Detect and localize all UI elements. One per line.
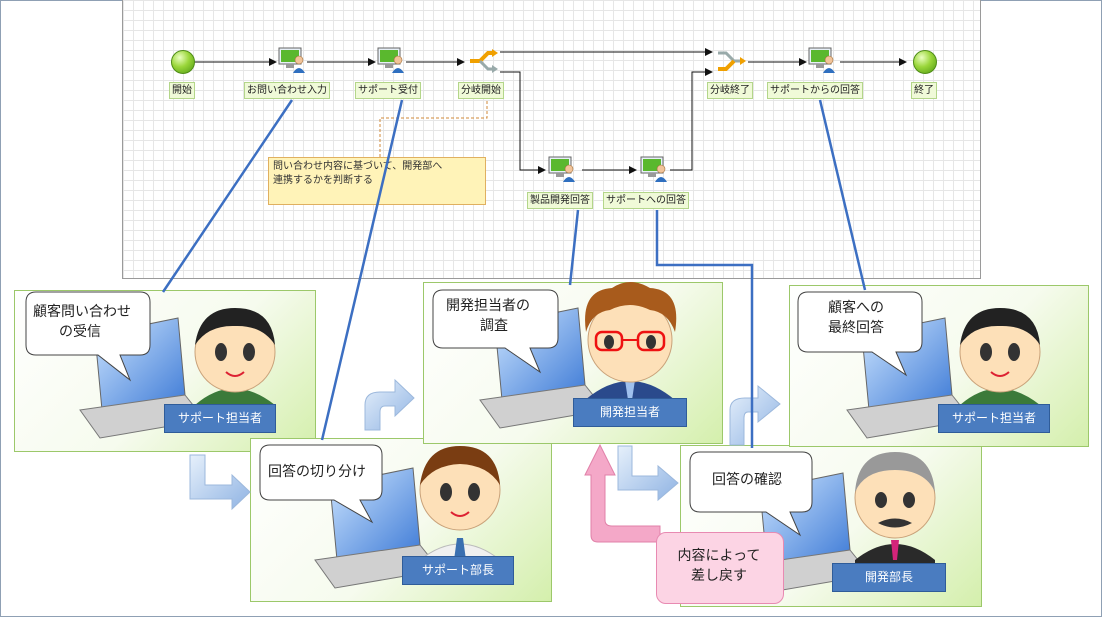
- bubble-line-2: 最終回答: [828, 320, 884, 336]
- bubble-line-2: 調査: [480, 318, 508, 334]
- user-task-icon[interactable]: [640, 155, 668, 183]
- label-answer-to-support: サポートへの回答: [603, 192, 689, 209]
- label-support-accept: サポート受付: [355, 82, 421, 99]
- process-arrow-icon: [189, 378, 781, 511]
- role-badge-developer: 開発担当者: [573, 398, 687, 427]
- branch-merge-icon[interactable]: [716, 49, 746, 73]
- sendback-box: [656, 532, 784, 604]
- bubble-text-receive: 顧客問い合わせ の受信: [33, 302, 131, 342]
- user-task-icon[interactable]: [808, 46, 836, 74]
- bubble-text-triage: 回答の切り分け: [268, 462, 366, 482]
- role-badge-support-staff: サポート担当者: [938, 404, 1050, 433]
- label-branch-end: 分岐終了: [707, 82, 753, 99]
- note-line-1: 問い合わせ内容に基づいて、開発部へ: [273, 161, 443, 172]
- role-badge-dev-manager: 開発部長: [832, 563, 946, 592]
- callout-connectors: [161, 99, 867, 448]
- user-task-icon[interactable]: [548, 155, 576, 183]
- role-badge-support-manager: サポート部長: [402, 556, 514, 585]
- dev-manager-avatar: [854, 452, 936, 580]
- bubble-text-investigate: 開発担当者の 調査: [446, 296, 530, 336]
- user-task-icon[interactable]: [377, 46, 405, 74]
- speech-bubble: [25, 289, 923, 537]
- branch-split-icon[interactable]: [468, 49, 498, 73]
- bubble-text-final-answer: 顧客への 最終回答: [828, 298, 884, 338]
- label-answer-from-support: サポートからの回答: [767, 82, 863, 99]
- bubble-line-1: 顧客問い合わせ: [33, 304, 131, 320]
- end-event-icon[interactable]: [913, 50, 937, 74]
- sendback-line-2: 差し戻す: [691, 568, 747, 584]
- sendback-arrow-icon: [584, 443, 661, 543]
- start-event-icon[interactable]: [171, 50, 195, 74]
- label-end: 終了: [911, 82, 937, 99]
- bubble-text-confirm: 回答の確認: [712, 470, 782, 490]
- sendback-line-1: 内容によって: [677, 548, 761, 564]
- bubble-line-1: 回答の確認: [712, 472, 782, 488]
- user-task-icon[interactable]: [278, 46, 306, 74]
- role-badge-support-staff: サポート担当者: [164, 404, 276, 433]
- note-line-2: 連携するかを判断する: [273, 175, 373, 186]
- label-start: 開始: [169, 82, 195, 99]
- bubble-line-1: 開発担当者の: [446, 298, 530, 314]
- sendback-text: 内容によって 差し戻す: [656, 546, 782, 586]
- bubble-line-1: 顧客への: [828, 300, 884, 316]
- label-inquiry-input: お問い合わせ入力: [244, 82, 330, 99]
- bubble-line-2: の受信: [59, 324, 101, 340]
- label-branch-start: 分岐開始: [458, 82, 504, 99]
- label-product-dev-answer: 製品開発回答: [527, 192, 593, 209]
- bubble-line-1: 回答の切り分け: [268, 464, 366, 480]
- flow-canvas: [122, 0, 981, 279]
